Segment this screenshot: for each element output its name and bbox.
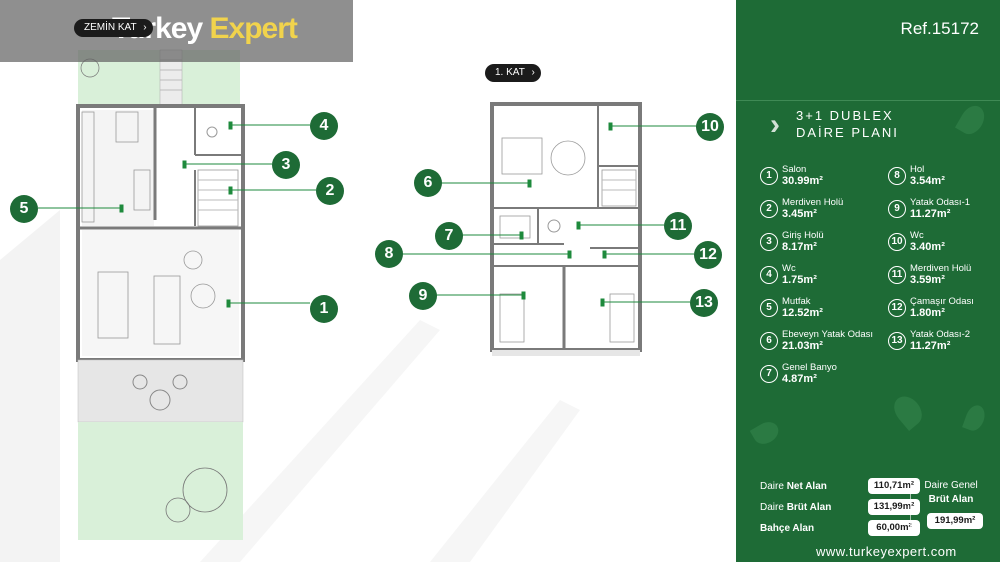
garden-area-label: Bahçe Alan [760, 523, 815, 534]
website-link[interactable]: www.turkeyexpert.com [816, 544, 957, 559]
floor-plan-area: Turkey Expert ZEMİN KAT › 1. KAT › [0, 0, 724, 562]
room-name: Yatak Odası-1 [910, 197, 971, 208]
room-name: Salon [782, 164, 807, 175]
room-area: 3.40m² [910, 241, 945, 253]
room-name: Çamaşır Odası [910, 296, 974, 307]
summary-divider [910, 478, 911, 534]
leaf-decoration [954, 101, 990, 139]
callout-9: 9 [409, 282, 437, 310]
callout-lines [38, 121, 698, 308]
info-panel: Ref.15172 › 3+1 DUBLEX DAİRE PLANI 1 Sal… [736, 0, 1000, 562]
room-area: 8.17m² [782, 241, 817, 253]
room-number: 3 [760, 233, 778, 251]
chevron-right-icon: › [143, 22, 147, 33]
net-area-label: Daire Net Alan [760, 481, 827, 492]
room-name: Wc [782, 263, 796, 274]
room-area: 30.99m² [782, 175, 823, 187]
room-area: 21.03m² [782, 340, 823, 352]
callout-5: 5 [10, 195, 38, 223]
callout-2: 2 [316, 177, 344, 205]
title-divider [736, 100, 1000, 101]
callout-4: 4 [310, 112, 338, 140]
callout-8: 8 [375, 240, 403, 268]
background-tree-graphic [0, 210, 580, 562]
room-number: 4 [760, 266, 778, 284]
ground-floor-plan [76, 49, 245, 540]
callout-1: 1 [310, 295, 338, 323]
first-floor-plan [490, 102, 642, 356]
room-number: 2 [760, 200, 778, 218]
leaf-decoration [888, 391, 928, 431]
reference-number: Ref.15172 [900, 19, 979, 38]
callout-11: 11 [664, 212, 692, 240]
room-name: Merdiven Holü [910, 263, 972, 274]
gross-area-value: 131,99m² [868, 499, 920, 515]
plan-title-line2: DAİRE PLANI [796, 125, 899, 140]
room-name: Genel Banyo [782, 362, 837, 373]
leaf-decoration [962, 402, 988, 434]
ground-floor-label-text: ZEMİN KAT [84, 22, 137, 33]
room-area: 3.45m² [782, 208, 817, 220]
callout-6: 6 [414, 169, 442, 197]
general-gross-area-label: Daire Genel Brüt Alan [924, 480, 978, 505]
room-area: 3.59m² [910, 274, 945, 286]
room-number: 5 [760, 299, 778, 317]
garden-area-value: 60,00m² [868, 520, 920, 536]
room-name: Wc [910, 230, 924, 241]
chevron-right-icon: › [770, 108, 780, 141]
room-name: Merdiven Holü [782, 197, 844, 208]
first-floor-label-text: 1. KAT [495, 67, 525, 78]
room-number: 1 [760, 167, 778, 185]
room-number: 6 [760, 332, 778, 350]
room-number: 13 [888, 332, 906, 350]
callout-13: 13 [690, 289, 718, 317]
room-area: 1.75m² [782, 274, 817, 286]
room-name: Yatak Odası-2 [910, 329, 971, 340]
room-number: 10 [888, 233, 906, 251]
callout-12: 12 [694, 241, 722, 269]
garden-area-row: Bahçe Alan 60,00m² [760, 520, 922, 538]
ground-floor-label[interactable]: ZEMİN KAT › [74, 19, 153, 37]
room-number: 9 [888, 200, 906, 218]
room-area: 4.87m² [782, 373, 817, 385]
callout-3: 3 [272, 151, 300, 179]
room-area: 12.52m² [782, 307, 823, 319]
room-number: 8 [888, 167, 906, 185]
leaf-decoration [749, 417, 783, 449]
callout-10: 10 [696, 113, 724, 141]
general-gross-area-value: 191,99m² [927, 513, 983, 529]
room-area: 11.27m² [910, 340, 951, 352]
net-area-value: 110,71m² [868, 478, 920, 494]
room-number: 11 [888, 266, 906, 284]
room-number: 7 [760, 365, 778, 383]
room-name: Hol [910, 164, 925, 175]
plan-title-line1: 3+1 DUBLEX [796, 108, 894, 123]
logo-banner: Turkey Expert [0, 0, 353, 62]
room-name: Mutfak [782, 296, 811, 307]
room-area: 11.27m² [910, 208, 951, 220]
first-floor-label[interactable]: 1. KAT › [485, 64, 541, 82]
net-area-row: Daire Net Alan 110,71m² [760, 478, 922, 496]
callout-7: 7 [435, 222, 463, 250]
gross-area-label: Daire Brüt Alan [760, 502, 832, 513]
gross-area-row: Daire Brüt Alan 131,99m² [760, 499, 922, 517]
room-number: 12 [888, 299, 906, 317]
room-area: 3.54m² [910, 175, 945, 187]
room-area: 1.80m² [910, 307, 945, 319]
room-name: Giriş Holü [782, 230, 824, 241]
chevron-right-icon: › [531, 67, 535, 78]
room-name: Ebeveyn Yatak Odası [782, 329, 874, 340]
